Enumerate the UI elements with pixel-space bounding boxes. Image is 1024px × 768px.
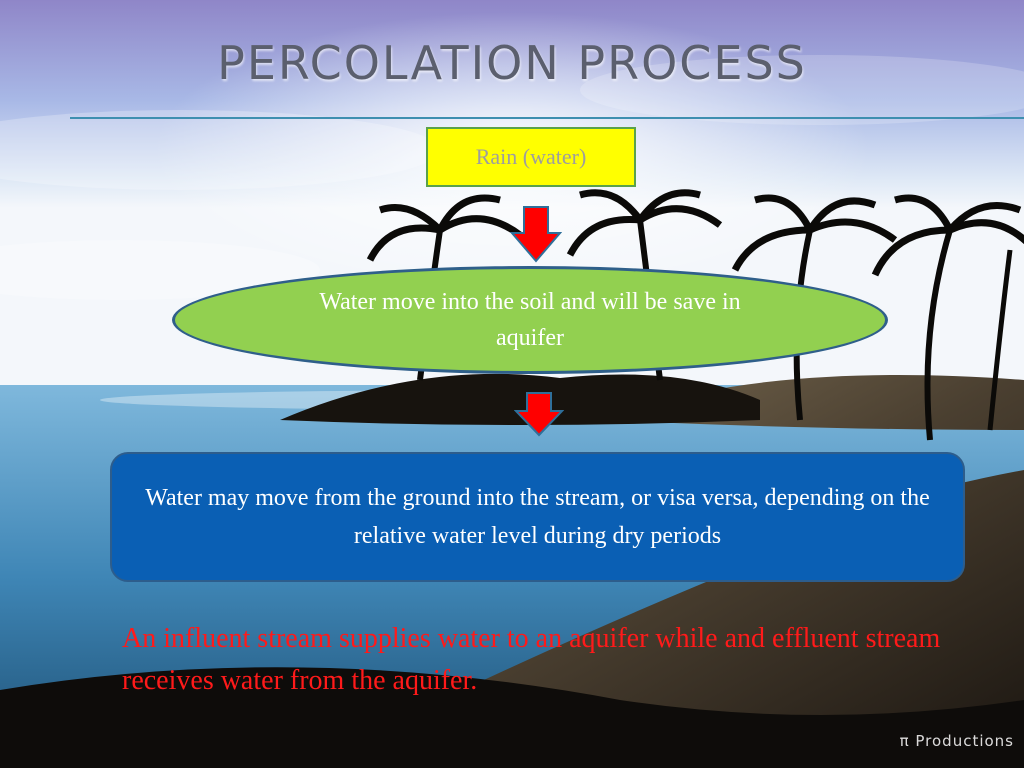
stream-exchange-box: Water may move from the ground into the … [110, 452, 965, 582]
slide-title: PERCOLATION PROCESS [217, 36, 807, 90]
rain-box: Rain (water) [426, 127, 636, 187]
soil-aquifer-oval: Water move into the soil and will be sav… [172, 266, 888, 374]
down-arrow-icon [510, 206, 562, 263]
influent-effluent-note: An influent stream supplies water to an … [122, 623, 941, 696]
soil-aquifer-text: Water move into the soil and will be sav… [319, 289, 741, 351]
down-arrow-icon [514, 392, 564, 437]
title-divider [70, 117, 1024, 119]
productions-watermark: π Productions [899, 732, 1014, 750]
